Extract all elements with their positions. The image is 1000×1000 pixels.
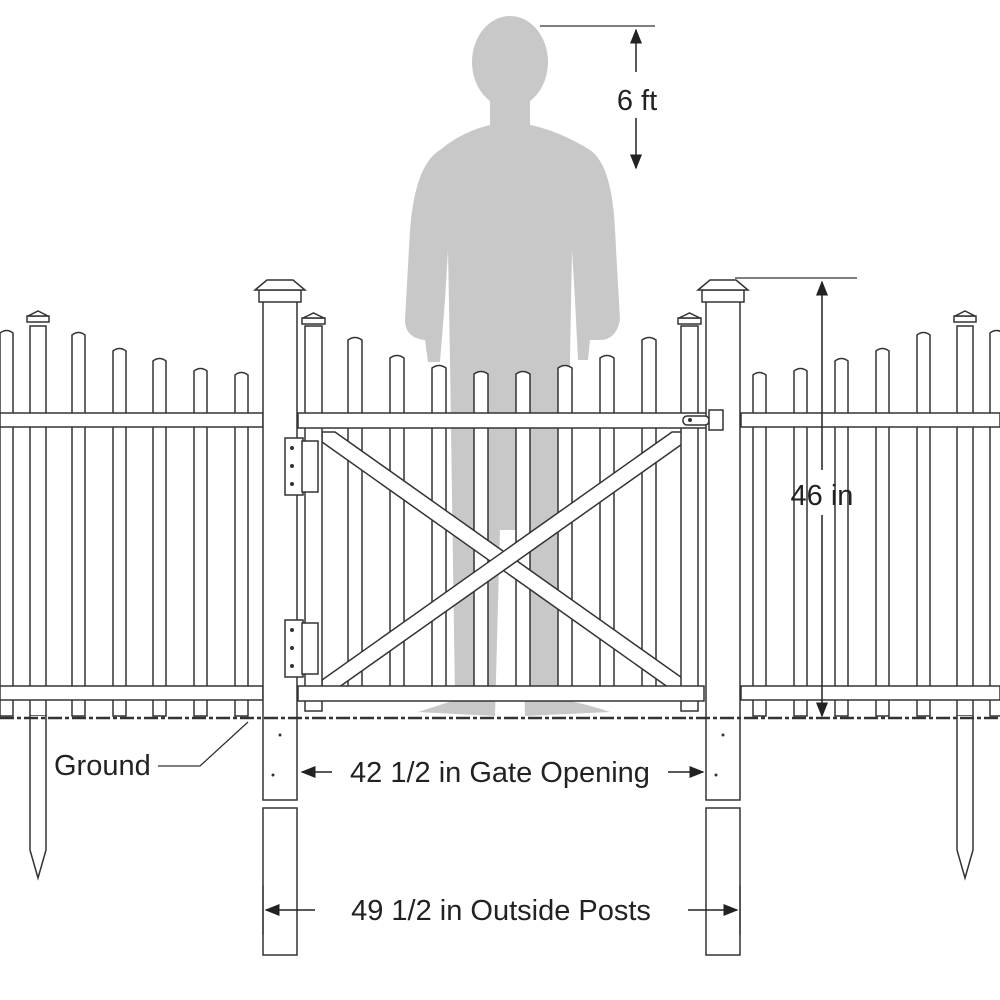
hinge-screw — [290, 628, 294, 632]
left-main-post-cap — [252, 279, 308, 291]
gate-picket — [599, 354, 615, 691]
left-fence-picket — [152, 357, 167, 717]
left-fence-picket — [112, 347, 127, 717]
left-fence-picket — [0, 329, 14, 717]
gate-picket — [641, 336, 657, 691]
right-fence-picket — [752, 371, 767, 717]
left-fence-post — [29, 325, 47, 717]
gate-picket — [473, 370, 489, 691]
left-fence-bottom-rail — [0, 685, 264, 701]
gate-top-rail — [297, 412, 709, 429]
right-fence-post — [956, 325, 974, 717]
left-main-post — [262, 299, 298, 801]
right-fence-top-rail — [740, 412, 1000, 428]
outside-posts-dimension — [262, 885, 741, 935]
ground-leader-line — [158, 721, 249, 767]
gate-left-post-cap — [302, 312, 325, 319]
gate-right-post — [680, 325, 699, 712]
right-fence-picket — [875, 347, 890, 717]
right-main-post-cap — [701, 289, 745, 303]
right-fence-bottom-rail — [740, 685, 1000, 701]
fence-height-label: 46 in — [791, 480, 854, 512]
right-fence-picket — [793, 367, 808, 717]
right-main-post-footing — [705, 807, 741, 956]
hinge-screw — [290, 446, 294, 450]
hinge-screw — [290, 482, 294, 486]
ground-label: Ground — [54, 750, 151, 782]
right-fence-post-stake — [956, 716, 974, 881]
fence-height-dimension — [735, 277, 857, 718]
left-fence-picket — [193, 367, 208, 717]
hinge-screw — [290, 664, 294, 668]
gate-picket — [347, 336, 363, 691]
right-fence-post-cap — [954, 310, 976, 317]
left-fence-top-rail — [0, 412, 264, 428]
hinge-icon — [301, 622, 319, 675]
right-main-post-cap — [695, 279, 751, 291]
latch-screw — [688, 418, 692, 422]
hinge-screw — [290, 464, 294, 468]
left-main-post-footing — [262, 807, 298, 956]
left-fence-post-cap — [26, 315, 50, 323]
outside-posts-label: 49 1/2 in Outside Posts — [351, 895, 651, 927]
right-fence-picket — [916, 331, 931, 717]
right-post-screw — [714, 773, 718, 777]
latch-icon — [682, 415, 710, 426]
left-main-post-cap — [258, 289, 302, 303]
right-fence-picket — [989, 329, 1000, 717]
left-post-screw — [271, 773, 275, 777]
fence — [0, 279, 1000, 956]
left-fence-picket — [234, 371, 249, 717]
gate-right-post-cap — [677, 317, 702, 325]
gate-picket — [389, 354, 405, 691]
hinge-icon — [284, 619, 304, 678]
gate-bottom-rail — [297, 685, 705, 702]
latch-icon — [708, 409, 724, 431]
gate-left-post-cap — [301, 317, 326, 325]
left-fence-picket — [71, 331, 86, 717]
left-post-screw — [278, 733, 282, 737]
gate-opening-label: 42 1/2 in Gate Opening — [350, 757, 650, 789]
person-height-label: 6 ft — [617, 85, 657, 117]
gate-picket — [515, 370, 531, 691]
right-post-screw — [721, 733, 725, 737]
right-fence-post-cap — [953, 315, 977, 323]
right-fence-picket — [834, 357, 849, 717]
left-fence-post-stake — [29, 716, 47, 881]
gate-right-post-cap — [678, 312, 701, 319]
left-fence-post-cap — [27, 310, 49, 317]
person-height-dimension — [540, 25, 655, 170]
hinge-screw — [290, 646, 294, 650]
right-main-post — [705, 299, 741, 801]
hinge-icon — [284, 437, 304, 496]
hinge-icon — [301, 440, 319, 493]
